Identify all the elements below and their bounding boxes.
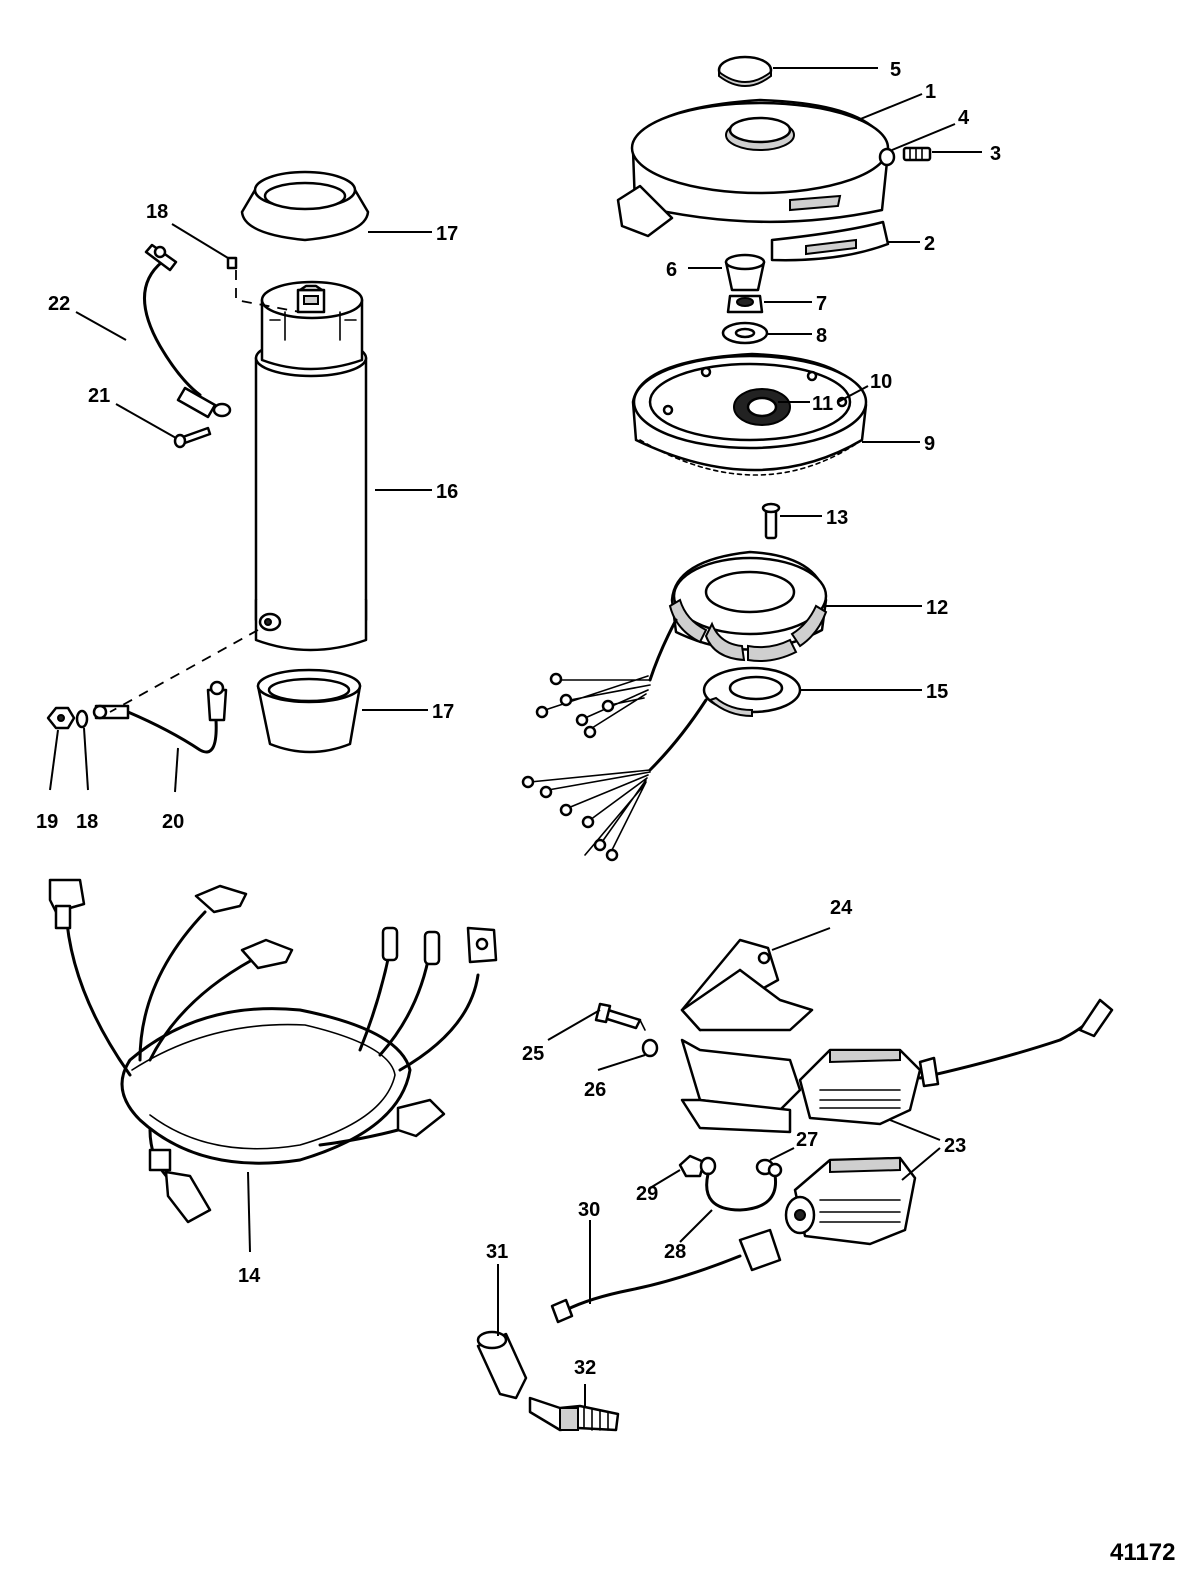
- assembly-line-upper: [235, 270, 301, 313]
- bracket-bolt-part: [594, 1002, 646, 1031]
- callout-3: 3: [990, 143, 1001, 165]
- lower-coil-part: [738, 1156, 917, 1272]
- leader-lines: [49, 67, 982, 1406]
- callout-6: 6: [666, 259, 677, 281]
- callout-32: 31: [486, 1241, 508, 1263]
- cap-part: [717, 55, 773, 87]
- callout-27: 26: [584, 1079, 606, 1101]
- cable-screw-part: [173, 426, 212, 449]
- coil-bracket-part: [680, 938, 814, 1134]
- hex-nut-part: [46, 706, 76, 730]
- callout-17-upper: 17: [436, 223, 458, 245]
- spark-plug-lead-part: [550, 1254, 742, 1324]
- upper-cable-part: [143, 243, 232, 419]
- callout-30: 29: [636, 1183, 658, 1205]
- screw-part: [902, 146, 932, 162]
- hub-part: [724, 253, 766, 292]
- flywheel-washer-part: [721, 321, 769, 345]
- callout-5: 5: [890, 59, 901, 81]
- stator-leads: [535, 618, 678, 739]
- nut-part: [726, 294, 764, 314]
- upper-coil-part: [798, 998, 1114, 1126]
- lock-washer-part: [75, 709, 89, 729]
- flywheel-part: [631, 352, 868, 476]
- bracket-washer-part: [641, 1038, 659, 1058]
- upper-collar-part: [240, 170, 370, 242]
- trigger-part: [702, 666, 802, 718]
- callout-18: 18: [146, 201, 168, 223]
- callout-31: 30: [578, 1199, 600, 1221]
- callout-9: 9: [924, 433, 935, 455]
- callout-28: 27: [796, 1129, 818, 1151]
- callout-16: 16: [436, 481, 458, 503]
- flywheel-cover-part: [616, 98, 890, 238]
- callout-labels: 5 1 4 3 2 6 7 8 10 11 9 13 12 15 18 17 2…: [36, 59, 1175, 1566]
- callout-12: 12: [926, 597, 948, 619]
- callout-24: 23: [944, 1135, 966, 1157]
- callout-20: 19: [36, 811, 58, 833]
- callout-29: 28: [664, 1241, 686, 1263]
- spark-plug-boot-part: [476, 1330, 528, 1400]
- callout-2: 2: [924, 233, 935, 255]
- callout-14: 14: [238, 1265, 261, 1287]
- callout-23: 22: [48, 293, 70, 315]
- trigger-leads: [521, 698, 708, 862]
- ground-strap-part: [699, 1156, 783, 1212]
- callout-10: 10: [870, 371, 892, 393]
- washer-part: [878, 147, 896, 167]
- callout-25: 24: [830, 897, 853, 919]
- stator-part: [668, 550, 828, 662]
- callout-4: 4: [958, 107, 970, 129]
- lower-collar-part: [256, 668, 362, 754]
- reference-number: 41172: [1110, 1539, 1175, 1566]
- starter-motor-part: [254, 280, 368, 652]
- callout-1: 1: [925, 81, 936, 103]
- callout-26: 25: [522, 1043, 544, 1065]
- callout-33: 32: [574, 1357, 596, 1379]
- spark-plug-part: [528, 1396, 620, 1432]
- wiring-harness-part: [48, 878, 498, 1224]
- callout-8: 8: [816, 325, 827, 347]
- lower-cable-part: [92, 680, 228, 754]
- callout-11: 11: [812, 393, 833, 415]
- callout-21: 20: [162, 811, 184, 833]
- flywheel-screw-part: [761, 502, 781, 540]
- callout-17-lower: 17: [432, 701, 454, 723]
- ring-part: [770, 220, 890, 262]
- clip-part: [226, 256, 238, 270]
- callout-19: 18: [76, 811, 98, 833]
- callout-15: 15: [926, 681, 948, 703]
- callout-22: 21: [88, 385, 110, 407]
- callout-13: 13: [826, 507, 848, 529]
- callout-7: 7: [816, 293, 827, 315]
- assembly-line-lower: [109, 629, 259, 713]
